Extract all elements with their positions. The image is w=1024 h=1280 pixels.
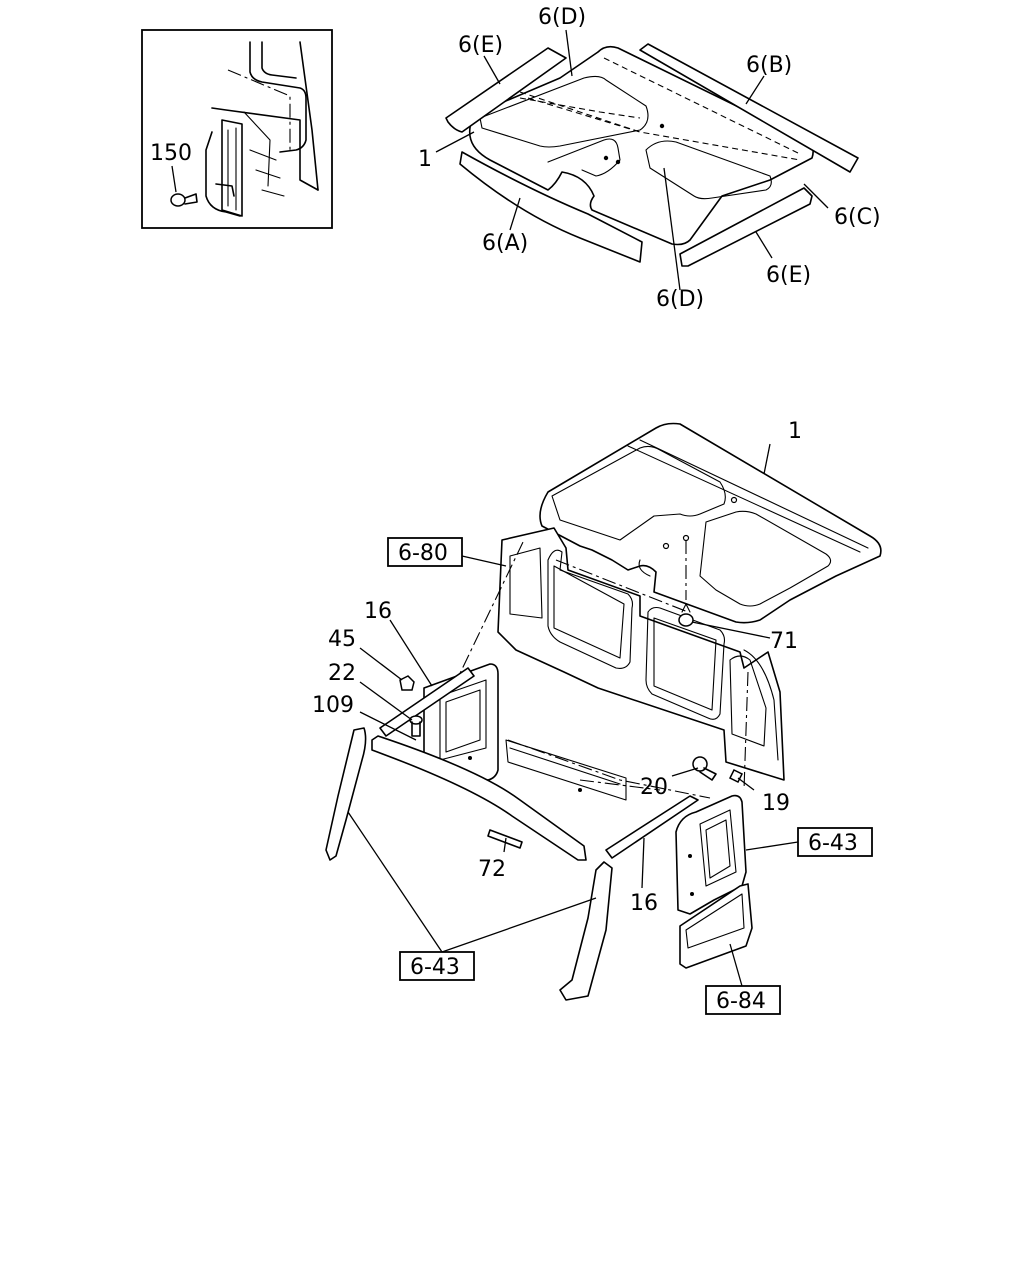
pillar-trim-left <box>325 727 367 861</box>
callout-16-left: 16 <box>364 599 392 624</box>
bottom-exploded-view: 1 71 16 45 22 109 20 19 72 16 6-80 6-43 … <box>312 419 882 1015</box>
svg-text:6-84: 6-84 <box>716 989 766 1014</box>
ref-box-6-80: 6-80 <box>387 537 463 567</box>
callout-6E-left: 6(E) <box>458 33 503 58</box>
quarter-trim-right <box>675 794 747 915</box>
callout-20: 20 <box>640 775 668 800</box>
callout-45: 45 <box>328 627 356 652</box>
callout-6D-bottom: 6(D) <box>656 287 704 312</box>
rear-body-panel <box>497 527 785 781</box>
clip-71-icon <box>678 603 694 627</box>
door-trim-panel <box>679 883 753 969</box>
callout-72: 72 <box>478 857 506 882</box>
callout-19: 19 <box>762 791 790 816</box>
strip-6E-left <box>445 47 567 133</box>
top-exploded-view: 6(D) 6(E) 6(B) 1 6(C) 6(A) 6(E) 6(D) <box>418 5 881 312</box>
trim-strip-16-right <box>605 795 699 859</box>
callout-16-right: 16 <box>630 891 658 916</box>
inset-pillar-drawing <box>205 41 319 217</box>
strip-72 <box>487 829 523 849</box>
callout-6D-top: 6(D) <box>538 5 586 30</box>
callout-150: 150 <box>150 141 192 166</box>
trim-strip-16-left <box>379 667 475 737</box>
callout-71: 71 <box>770 629 798 654</box>
strip-6B <box>639 43 859 173</box>
svg-text:6-80: 6-80 <box>398 541 448 566</box>
callout-109: 109 <box>312 693 354 718</box>
callout-6E-right: 6(E) <box>766 263 811 288</box>
callout-1-top: 1 <box>418 147 432 172</box>
callout-1-bottom: 1 <box>788 419 802 444</box>
screw-150-icon <box>170 193 198 207</box>
pillar-trim-center <box>559 861 613 1001</box>
ref-box-6-43-left: 6-43 <box>399 951 475 981</box>
ref-box-6-43-right: 6-43 <box>797 827 873 857</box>
strip-6E-right <box>679 187 813 267</box>
svg-text:6-43: 6-43 <box>410 955 460 980</box>
svg-text:6-43: 6-43 <box>808 831 858 856</box>
callout-22: 22 <box>328 661 356 686</box>
screw-20-icon <box>692 756 717 781</box>
clip-45-icon <box>399 675 415 691</box>
ref-box-6-84: 6-84 <box>705 985 781 1015</box>
strip-6A <box>459 151 643 263</box>
callout-6C: 6(C) <box>834 205 881 230</box>
callout-6B: 6(B) <box>746 53 792 78</box>
screw-22-icon <box>409 715 423 737</box>
inset-detail: 150 <box>141 29 333 229</box>
sill-strip-109 <box>371 735 587 861</box>
callout-6A: 6(A) <box>482 231 528 256</box>
